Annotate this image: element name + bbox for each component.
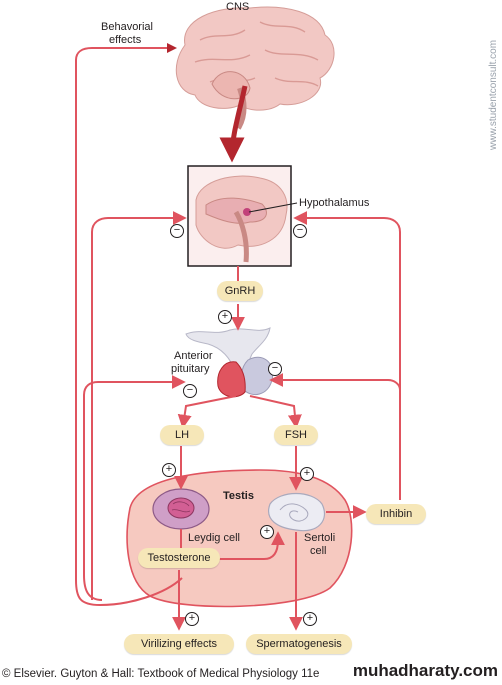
minus-sign-icon: − xyxy=(183,384,197,398)
plus-sign-icon: + xyxy=(303,612,317,626)
virilizing-effects-outcome: Virilizing effects xyxy=(124,634,234,654)
spermatogenesis-outcome: Spermatogenesis xyxy=(246,634,352,654)
brain-illustration xyxy=(175,6,335,163)
plus-sign-icon: + xyxy=(162,463,176,477)
behavioral-effects-label-line2: effects xyxy=(109,34,142,46)
fsh-hormone: FSH xyxy=(274,425,318,445)
minus-sign-icon: − xyxy=(293,224,307,238)
watermark: muhadharaty.com xyxy=(352,661,498,680)
sertoli-cell-label-line2: cell xyxy=(310,545,327,557)
feedback-arrows xyxy=(75,43,401,631)
cns-label: CNS xyxy=(226,1,250,13)
inhibin-hormone: Inhibin xyxy=(366,504,426,524)
lh-hormone: LH xyxy=(160,425,204,445)
minus-sign-icon: − xyxy=(170,224,184,238)
gnrh-hormone: GnRH xyxy=(217,281,263,301)
sertoli-cell xyxy=(268,493,326,532)
testosterone-hormone: Testosterone xyxy=(138,548,220,568)
side-watermark: www.studentconsult.com xyxy=(488,39,499,150)
leydig-cell-label: Leydig cell xyxy=(188,532,240,544)
plus-sign-icon: + xyxy=(260,525,274,539)
plus-sign-icon: + xyxy=(185,612,199,626)
hypothalamus-label: Hypothalamus xyxy=(299,197,370,209)
plus-sign-icon: + xyxy=(218,310,232,324)
copyright-footer: © Elsevier. Guyton & Hall: Textbook of M… xyxy=(2,668,320,680)
plus-sign-icon: + xyxy=(300,467,314,481)
minus-sign-icon: − xyxy=(268,362,282,376)
sertoli-cell-label-line1: Sertoli xyxy=(304,532,336,544)
anterior-pituitary-label-line2: pituitary xyxy=(171,363,210,375)
anterior-pituitary-label-line1: Anterior xyxy=(174,350,213,362)
testis-label: Testis xyxy=(223,490,254,502)
behavioral-effects-label-line1: Behavorial xyxy=(101,21,153,33)
